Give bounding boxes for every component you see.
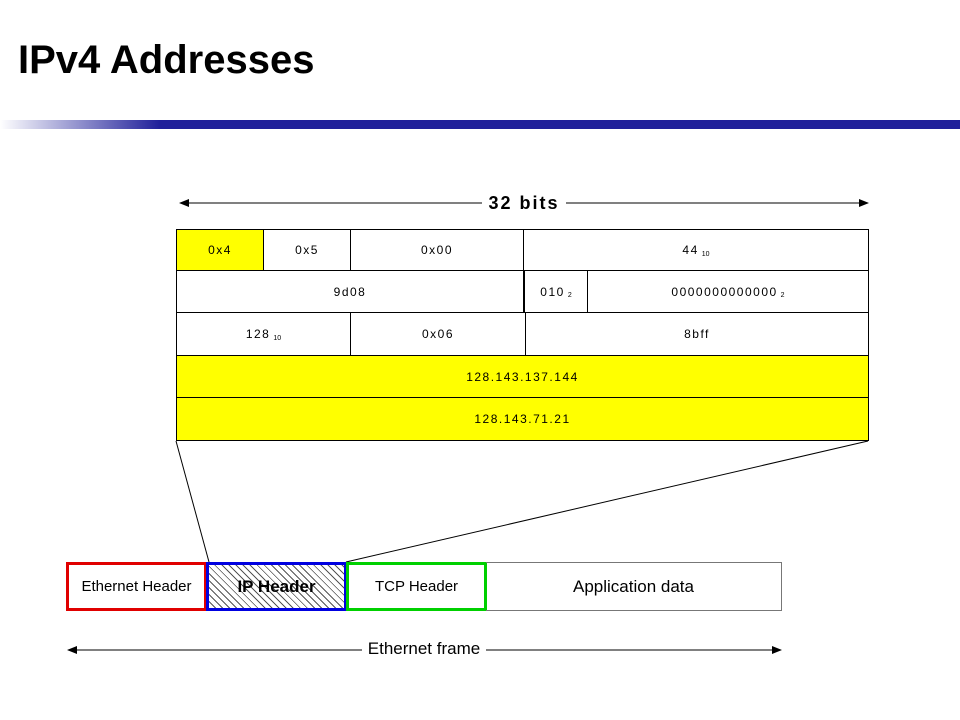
field-value: 0x4: [208, 243, 232, 257]
zoom-line-right: [345, 440, 869, 563]
field-ihl: 0x5: [263, 229, 351, 271]
field-tos: 0x00: [350, 229, 524, 271]
field-version: 0x4: [176, 229, 264, 271]
field-value: 0x5: [295, 243, 319, 257]
page-title: IPv4 Addresses: [18, 38, 315, 82]
bits-width-label: 32 bits: [484, 193, 564, 214]
field-value: 128.143.71.21: [474, 412, 571, 426]
field-value: 44: [682, 243, 699, 257]
segment-label: IP Header: [237, 576, 316, 596]
tcp-header-segment: TCP Header: [346, 562, 487, 611]
field-value: 9d08: [333, 284, 367, 299]
segment-label: Application data: [573, 576, 694, 596]
ip-header-segment: IP Header: [206, 562, 347, 611]
field-value: 0x06: [421, 327, 455, 341]
zoom-line-left: [175, 440, 210, 563]
field-value: 8bff: [684, 327, 710, 341]
field-value: 010: [540, 284, 565, 299]
field-checksum: 8bff: [525, 312, 869, 356]
field-source-address: 128.143.137.144: [176, 355, 869, 398]
segment-label: TCP Header: [374, 578, 459, 595]
field-base: 10: [701, 250, 710, 258]
field-base: 2: [780, 292, 785, 299]
ethernet-frame-label: Ethernet frame: [364, 639, 484, 659]
segment-label: Ethernet Header: [81, 578, 192, 595]
field-identification: 9d08: [176, 270, 524, 313]
field-value: 128.143.137.144: [466, 369, 579, 384]
field-value: 0x00: [420, 243, 454, 257]
field-protocol: 0x06: [350, 312, 526, 356]
field-value: 128: [245, 327, 271, 341]
field-base: 10: [273, 334, 282, 342]
application-data-segment: Application data: [486, 562, 782, 611]
field-destination-address: 128.143.71.21: [176, 397, 869, 441]
field-base: 2: [567, 292, 572, 299]
ethernet-header-segment: Ethernet Header: [66, 562, 207, 611]
field-value: 0000000000000: [671, 284, 778, 299]
title-rule: [0, 120, 960, 129]
